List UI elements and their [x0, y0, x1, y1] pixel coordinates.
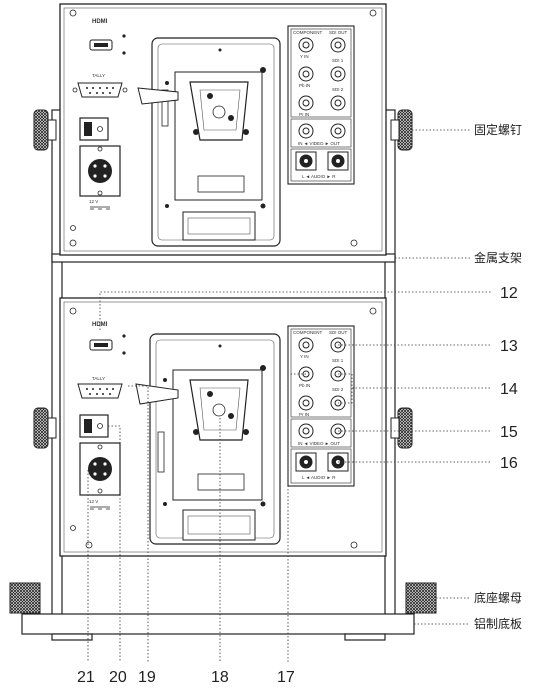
base-nut-right	[405, 582, 437, 614]
knob-upper-right	[397, 109, 413, 151]
pr-in-label-lower: Pr IN	[299, 412, 309, 417]
callout-15: 15	[500, 424, 518, 441]
screw-icon	[69, 307, 77, 315]
lower-corner-screws	[69, 307, 377, 549]
base-nut-left	[9, 582, 41, 614]
fixing-screw-knobs	[33, 109, 413, 449]
label-fixing-screw: 固定螺钉	[474, 122, 522, 137]
release-lever	[135, 383, 179, 405]
hdmi-label: HDMI	[92, 19, 108, 25]
bnc-connectors-lower	[298, 337, 346, 439]
callout-12: 12	[500, 285, 518, 302]
release-lever	[137, 87, 179, 105]
left-base-foot	[51, 633, 93, 641]
upper-monitor-inner	[63, 7, 383, 252]
callout-16: 16	[500, 455, 518, 472]
knob-lower-left	[33, 407, 49, 449]
leader-17	[287, 373, 306, 662]
sdi-out-label: SDI OUT	[329, 30, 348, 35]
dc-socket	[88, 159, 112, 183]
screw-icon	[69, 239, 77, 247]
callout-17: 17	[277, 669, 295, 686]
power-12v-label: 12 V	[89, 199, 98, 204]
switch-toggle	[84, 122, 92, 136]
aluminum-base-plate	[21, 613, 415, 635]
leader-lines	[87, 129, 492, 662]
screw-icon	[70, 225, 76, 231]
label-aluminum-base: 铝制底板	[474, 616, 522, 631]
right-base-foot	[344, 633, 386, 641]
callout-18: 18	[211, 669, 229, 686]
power-12v-label-lower: 12 V	[89, 499, 98, 504]
knob-lower-right-shaft	[390, 417, 400, 439]
screw-icon	[70, 525, 76, 531]
video-label: IN ◄ VIDEO ► OUT	[298, 141, 340, 146]
v-mount-plate-outer	[151, 37, 281, 247]
screw-icon	[69, 9, 77, 17]
leader-14	[338, 373, 492, 404]
sdi1-label-lower: SDI 1	[332, 358, 344, 363]
y-in-label: Y IN	[300, 54, 309, 59]
upper-monitor: HDMI TALLY 12 V	[59, 3, 387, 256]
screw-icon	[350, 541, 358, 549]
indicator-led	[122, 51, 126, 55]
tally-label-lower: TALLY	[92, 376, 105, 381]
label-base-nut: 底座螺母	[474, 590, 522, 605]
tally-pins	[86, 87, 114, 94]
screw-icon	[369, 9, 377, 17]
sdi-out-label-lower: SDI OUT	[329, 330, 348, 335]
knob-lower-right	[397, 407, 413, 449]
pr-in-label: Pr IN	[299, 112, 309, 117]
leader-20	[108, 425, 121, 662]
screw-icon	[85, 541, 93, 549]
sdi1-label: SDI 1	[332, 58, 344, 63]
lower-monitor: HDMI TALLY 12 V	[59, 297, 387, 557]
rca-audio-upper	[295, 151, 349, 171]
hdmi-port-slot	[94, 43, 108, 47]
component-label-lower: COMPONENT	[293, 330, 323, 335]
pb-in-label-lower: Pb IN	[299, 383, 310, 388]
screw-icon	[350, 239, 358, 247]
y-in-label-lower: Y IN	[300, 354, 309, 359]
label-metal-bracket: 金属支架	[474, 250, 522, 265]
component-label: COMPONENT	[293, 30, 323, 35]
sdi2-label: SDI 2	[332, 87, 344, 92]
sdi2-label-lower: SDI 2	[332, 387, 344, 392]
leader-19	[128, 385, 149, 662]
knob-upper-left	[33, 109, 49, 151]
knob-upper-left-shaft	[47, 119, 57, 141]
callout-19: 19	[138, 669, 156, 686]
tally-port-icon	[77, 82, 123, 98]
callout-13: 13	[500, 338, 518, 355]
video-label-lower: IN ◄ VIDEO ► OUT	[298, 441, 340, 446]
callout-21: 21	[77, 669, 95, 686]
audio-label: L ◄ AUDIO ► R	[302, 174, 336, 179]
callout-20: 20	[109, 669, 127, 686]
upper-corner-screws	[69, 9, 377, 247]
screw-icon	[369, 307, 377, 315]
pb-in-label: Pb IN	[299, 83, 310, 88]
audio-label-lower: L ◄ AUDIO ► R	[302, 475, 336, 480]
bnc-connectors-upper	[298, 37, 346, 139]
knob-upper-right-shaft	[390, 119, 400, 141]
tally-port-icon	[77, 383, 123, 399]
tally-label: TALLY	[92, 73, 105, 78]
indicator-led	[122, 34, 126, 38]
callout-14: 14	[500, 381, 518, 398]
knob-lower-left-shaft	[47, 417, 57, 439]
